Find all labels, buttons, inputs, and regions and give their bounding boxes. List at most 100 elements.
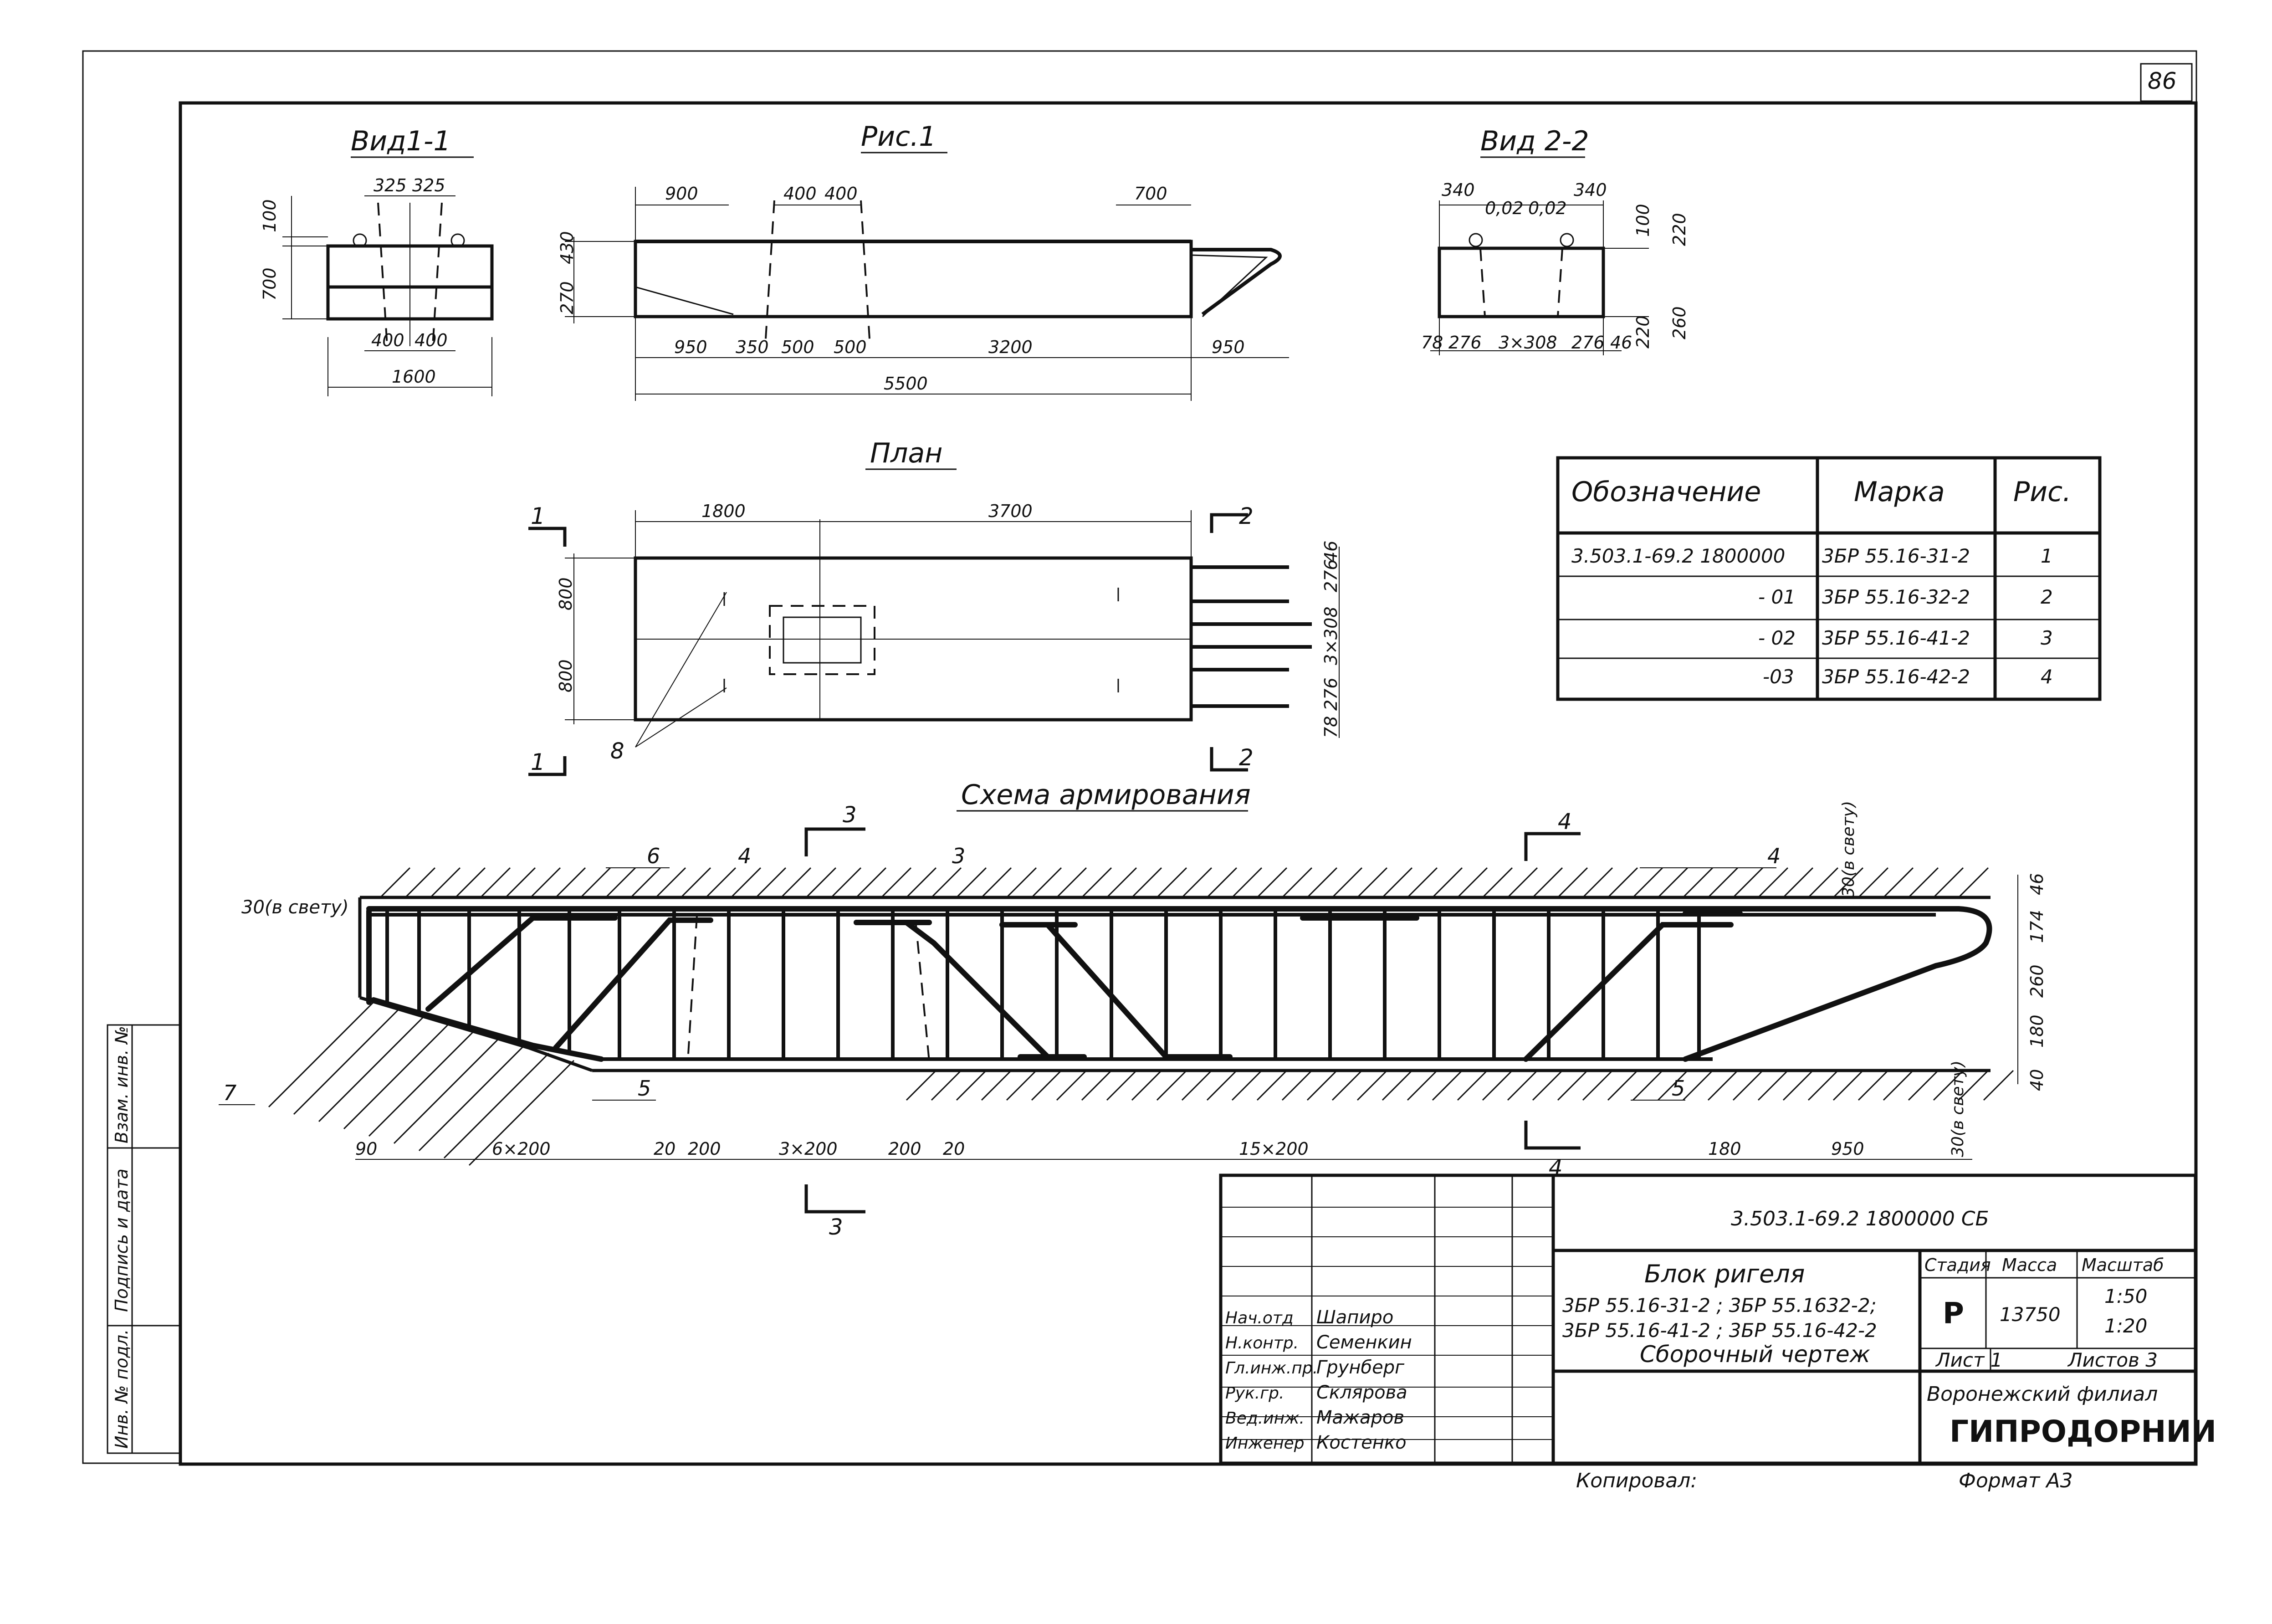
hatch-line [1632, 867, 1663, 898]
hatch-line [379, 867, 411, 898]
dim: 220 [1669, 213, 1689, 246]
hatch-line [1707, 1070, 1739, 1101]
hatch-line [1031, 1070, 1062, 1101]
dim: 276 [1571, 333, 1605, 353]
dim: 430 [557, 231, 577, 264]
hatch-line [1131, 867, 1162, 898]
page-number: 86 [2148, 68, 2177, 94]
hatch-line [368, 1030, 475, 1137]
hatch-line [1908, 1070, 1939, 1101]
hatch-line [931, 1070, 962, 1101]
person-name: Семенкин [1316, 1332, 1412, 1353]
dim: 3×308 [1321, 606, 1341, 665]
dim: 400 [824, 184, 858, 204]
hatch-line [1306, 867, 1338, 898]
scheme-title: Схема армирования [961, 779, 1251, 811]
section-mark: 4 [1558, 809, 1572, 835]
dim: 900 [665, 184, 698, 204]
hatch-line [680, 867, 711, 898]
dim: 500 [781, 337, 814, 357]
figure-1: Рис.1 900 400 400 700 430 270 950 350 50… [557, 121, 1289, 401]
dim: 220 [1633, 315, 1653, 348]
table-header: Обозначение [1571, 476, 1761, 508]
hatch-line [318, 1016, 425, 1122]
hatch-line [880, 867, 912, 898]
hatch-line [1482, 867, 1513, 898]
hatch-left [268, 1001, 575, 1166]
org-line: Воронежский филиал [1927, 1383, 2158, 1406]
dim: 3200 [988, 337, 1033, 357]
hatch-line [1457, 867, 1488, 898]
dim: 950 [674, 337, 707, 357]
dim: 6×200 [492, 1139, 551, 1159]
table-cell: 3.503.1-69.2 1800000 [1571, 545, 1785, 567]
table-header: Марка [1854, 476, 1945, 508]
plan-title: План [870, 437, 942, 469]
hatch-line [1281, 867, 1313, 898]
scale-value: 1:20 [2104, 1315, 2147, 1337]
hatch-line [855, 867, 887, 898]
hatch-line [455, 867, 486, 898]
table-cell: - 02 [1758, 627, 1796, 649]
person-role: Нач.отд [1225, 1309, 1294, 1327]
hatch-line [1231, 867, 1263, 898]
hatch-line [1532, 1070, 1563, 1101]
hatch-line [1832, 867, 1864, 898]
hatch-line [1006, 1070, 1037, 1101]
person-name: Шапиро [1316, 1307, 1393, 1328]
dim: 500 [834, 337, 867, 357]
sheet-label: Лист 1 [1935, 1349, 2003, 1371]
hatch-line [1807, 1070, 1839, 1101]
dim: 180 [2027, 1014, 2047, 1048]
person-role: Гл.инж.пр. [1225, 1359, 1318, 1378]
dim: 950 [1831, 1139, 1864, 1159]
dim: 46 [2027, 873, 2047, 895]
dim: 5500 [884, 374, 928, 394]
hatch-line [1682, 1070, 1714, 1101]
doc-name: 3БР 55.16-41-2 ; 3БР 55.16-42-2 [1562, 1319, 1877, 1342]
dim: 400 [414, 330, 448, 350]
hatch-line [1356, 1070, 1388, 1101]
callout: 4 [1767, 844, 1781, 868]
hatch-line [1858, 867, 1889, 898]
hatch-line [1056, 1070, 1087, 1101]
hatch-line [1582, 1070, 1613, 1101]
hatch-line [1557, 1070, 1588, 1101]
hatch-line [1858, 1070, 1889, 1101]
dim: 700 [1134, 184, 1167, 204]
callout: 6 [647, 844, 660, 868]
dim: 700 [260, 267, 280, 301]
hatch-line [1382, 867, 1413, 898]
hatch-line [1507, 867, 1538, 898]
hatch-line [630, 867, 661, 898]
person-name: Грунберг [1316, 1357, 1405, 1378]
hatch-line [1582, 867, 1613, 898]
callout: 7 [223, 1081, 236, 1105]
inner-frame [179, 101, 2198, 1466]
dim: 200 [888, 1139, 921, 1159]
hatch-line [981, 867, 1012, 898]
person-role: Инженер [1225, 1434, 1305, 1453]
figure-1-title: Рис.1 [861, 121, 936, 153]
hatch-line [580, 867, 611, 898]
hatch-line [1507, 1070, 1538, 1101]
mass-value: 13750 [2000, 1303, 2061, 1326]
section-mark: 2 [1239, 744, 1254, 771]
clear-note: 30(в свету) [241, 897, 349, 918]
dim: 180 [1708, 1139, 1741, 1159]
hatch-line [906, 1070, 937, 1101]
hatch-line [906, 867, 937, 898]
hatch-line [981, 1070, 1012, 1101]
hatch-line [1281, 1070, 1313, 1101]
reinforcement-scheme: Схема армирования [219, 779, 2047, 1240]
dim: 3×308 [1499, 333, 1557, 353]
table-cell: -03 [1763, 666, 1794, 688]
hatch-line [1206, 867, 1238, 898]
dim: 340 [1442, 180, 1475, 200]
hatch-line [956, 867, 987, 898]
hatch-line [1933, 867, 1964, 898]
side-label: Подпись и дата [112, 1168, 132, 1312]
hatch-line [1181, 867, 1213, 898]
dim: 950 [1212, 337, 1245, 357]
hatch-line [705, 867, 737, 898]
